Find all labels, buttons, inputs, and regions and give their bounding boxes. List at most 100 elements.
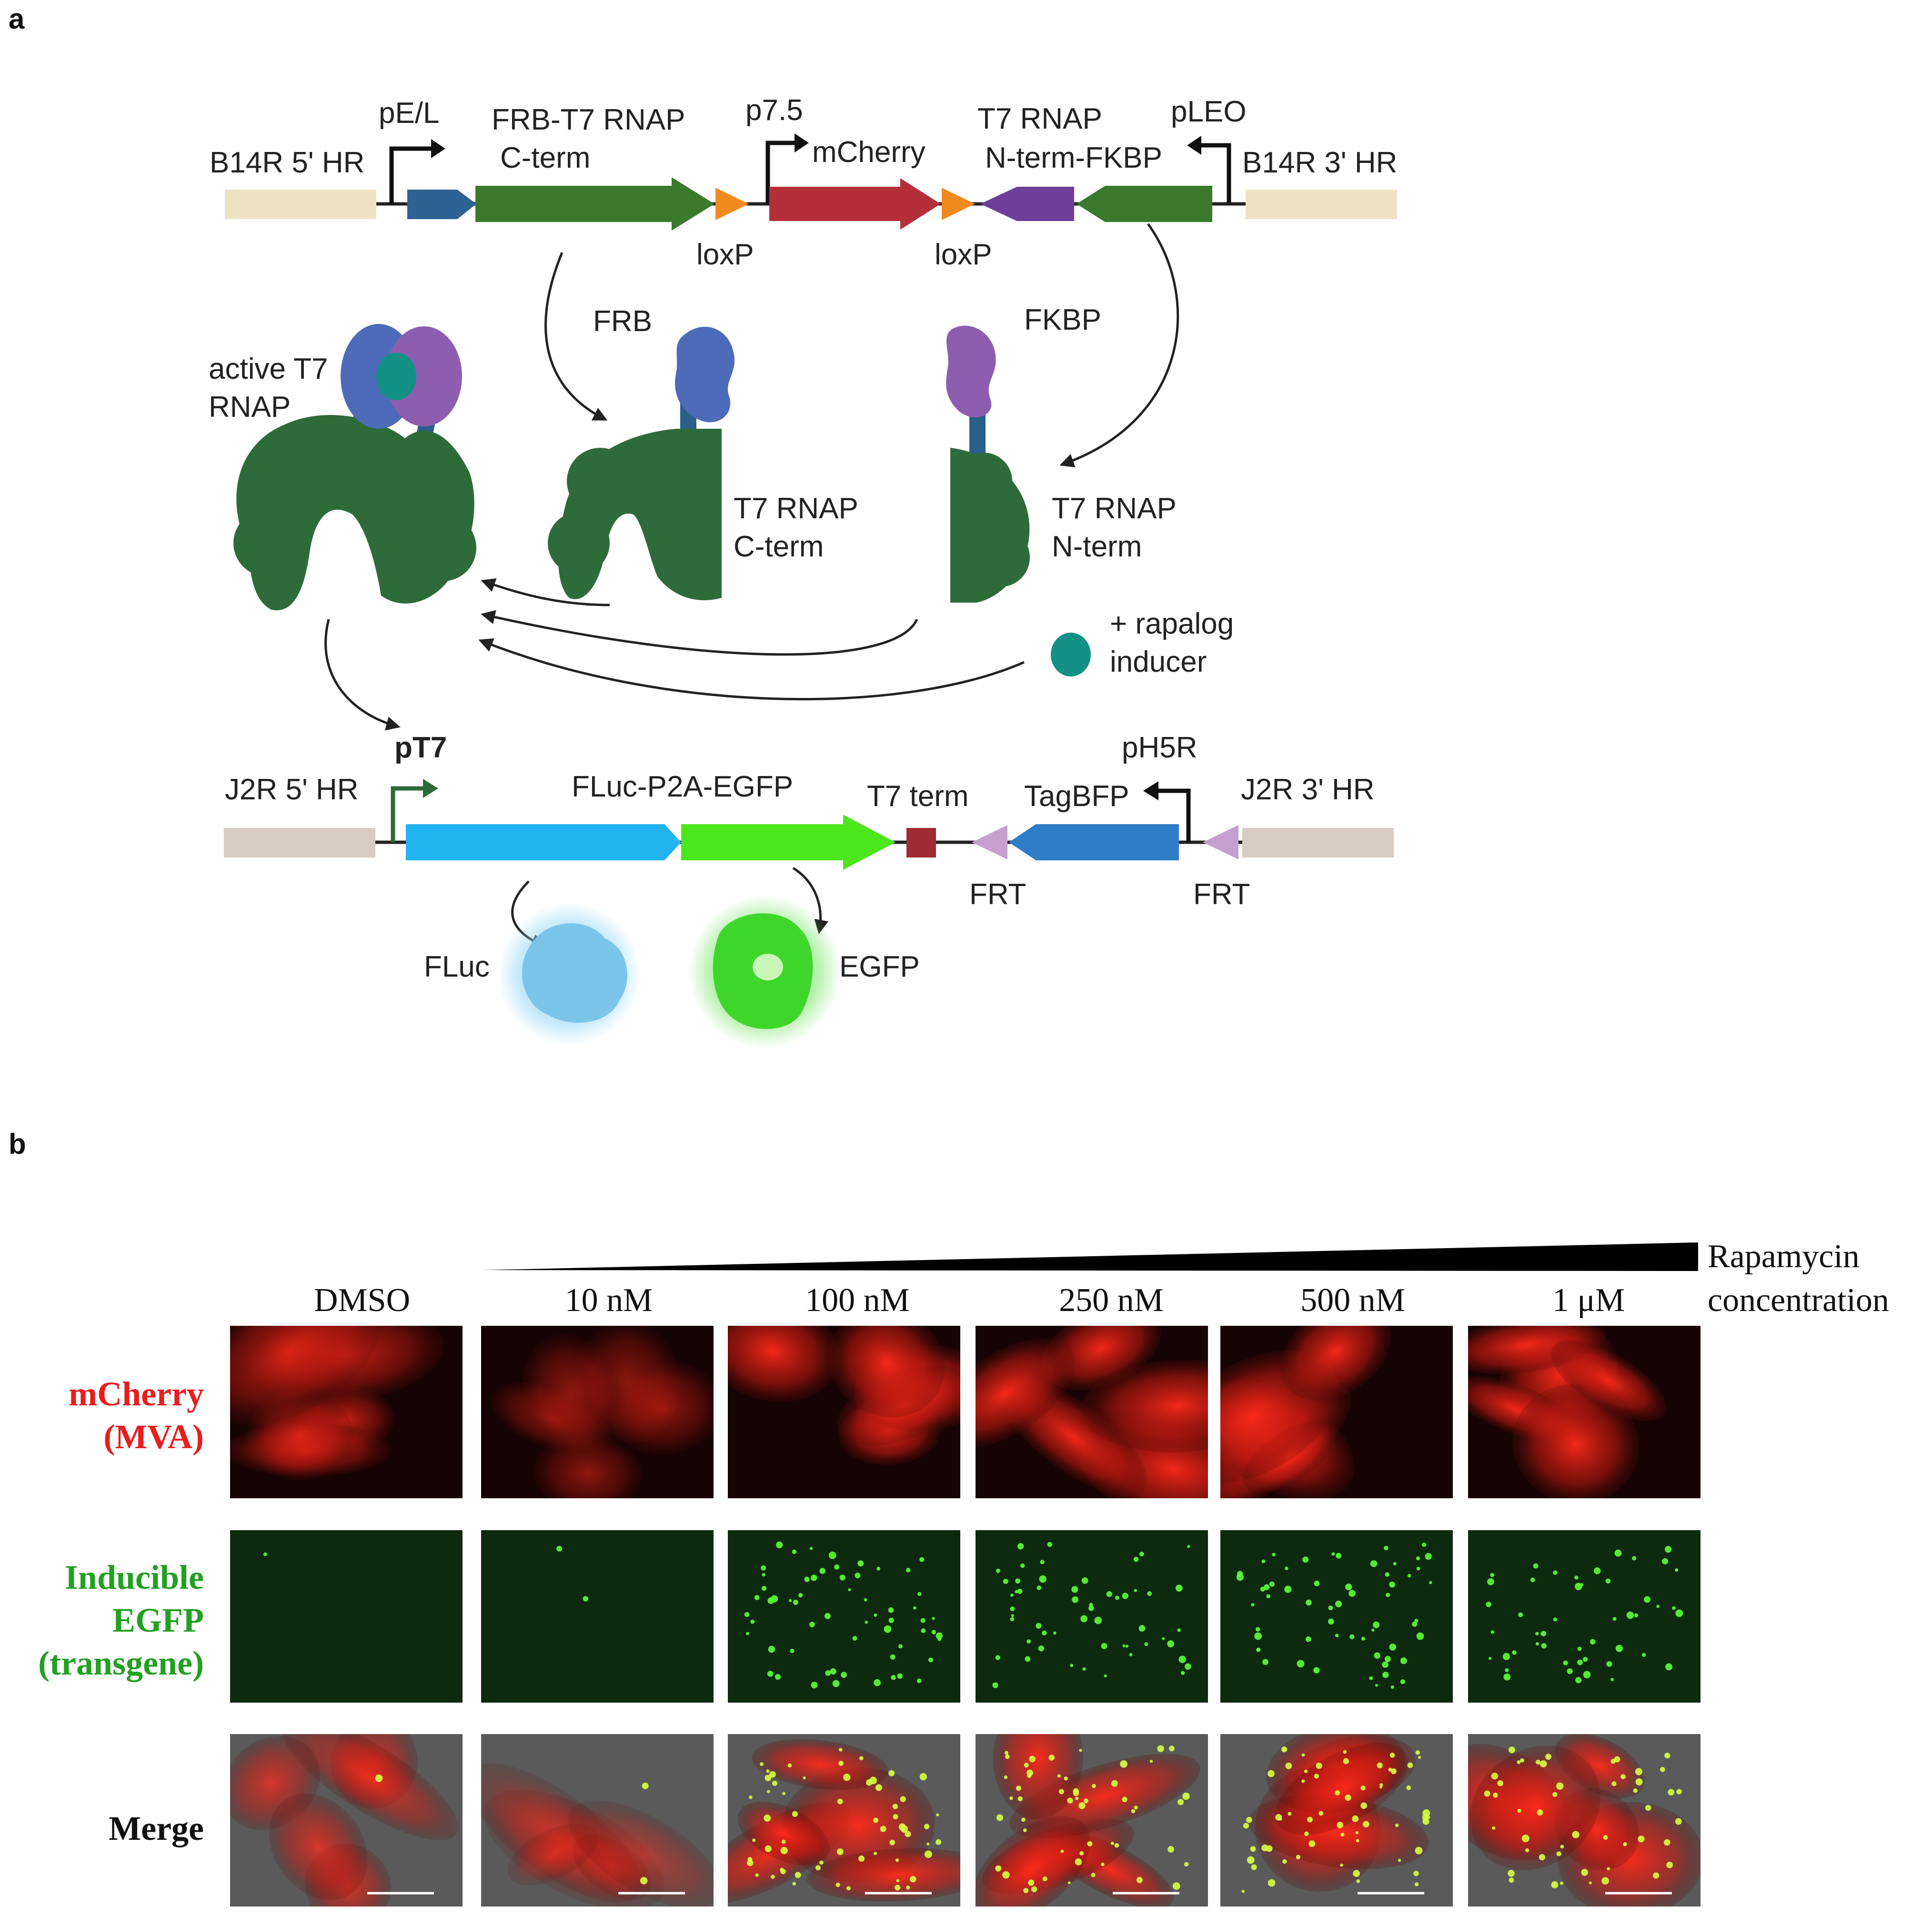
- micrograph-background: [1220, 1530, 1453, 1703]
- panel-b-label: b: [9, 1128, 26, 1160]
- micrograph-r0-c4: [1220, 1326, 1453, 1498]
- j2r-3-hr-block: [1242, 828, 1394, 858]
- micrograph-r1-c5: [1468, 1530, 1701, 1703]
- t7-term-label: T7 term: [867, 780, 969, 813]
- construct-1: B14R 5' HR B14R 3' HR pE/L FRB-T7 RNAP C…: [210, 94, 1397, 271]
- arrow-to-cterm: [544, 252, 608, 421]
- p75-label: p7.5: [745, 94, 803, 127]
- nterm-lobe-2: [971, 528, 1030, 587]
- column-header-4: 500 nM: [1300, 1282, 1405, 1319]
- row-label-1-0: Inducible: [65, 1558, 204, 1596]
- mcherry-label: mCherry: [812, 136, 926, 169]
- rapamycin-label-1: Rapamycin: [1708, 1238, 1860, 1275]
- b14r-3-hr-label: B14R 3' HR: [1242, 146, 1397, 179]
- micrograph-r0-c1: [481, 1326, 714, 1498]
- micrograph-r0-c5: [1468, 1326, 1701, 1498]
- arrow-cterm-to-active: [481, 578, 610, 606]
- rapalog-inducer-dot: [1051, 633, 1091, 676]
- micrograph-r2-c3: [976, 1734, 1208, 1907]
- nterm-lobe-1: [955, 453, 1012, 510]
- pel-label: pE/L: [379, 97, 440, 130]
- arrow-to-nterm: [1059, 223, 1179, 468]
- cterm-lobe-3: [660, 450, 722, 512]
- micrograph-r0-c0: [230, 1326, 463, 1498]
- cterm-lobe-1: [567, 448, 634, 515]
- t7-rnap-label: T7 RNAP: [977, 102, 1102, 135]
- loxp-1-label: loxP: [696, 238, 754, 271]
- micrograph-r1-c3: [976, 1530, 1208, 1703]
- column-header-2: 100 nM: [805, 1282, 910, 1319]
- arrow-nterm-to-active: [481, 610, 918, 656]
- j2r-5-hr-label: J2R 5' HR: [225, 773, 359, 806]
- nterm-fkbp-label: N-term-FKBP: [985, 141, 1162, 174]
- arrow-rapalog-to-active: [478, 638, 1025, 701]
- egfp-label: EGFP: [839, 950, 920, 983]
- fluc-label: FLuc: [424, 950, 490, 983]
- nterm-cut-mask: [924, 443, 950, 607]
- micrograph-r2-c0: [230, 1734, 463, 1907]
- t7-cterm-gene-block: [475, 177, 714, 231]
- pt7-label: pT7: [394, 731, 447, 764]
- egfp-gene-block: [712, 815, 896, 870]
- construct-2: J2R 5' HR J2R 3' HR pT7 FLuc-P2A-EGFP T7…: [224, 731, 1394, 911]
- cterm-lobe-2: [548, 512, 610, 574]
- frb-blob: [675, 326, 735, 423]
- rapalog-in-complex: [376, 353, 416, 400]
- ph5r-promoter-icon: [1157, 788, 1191, 842]
- micrograph-r2-c1: [481, 1734, 714, 1907]
- micrograph-r1-c4: [1220, 1530, 1453, 1703]
- loxp-2-label: loxP: [935, 238, 992, 271]
- frt-2-triangle: [1203, 825, 1238, 859]
- t7-terminator-block: [906, 828, 936, 858]
- loxp-1-triangle: [715, 188, 749, 220]
- frb-label: FRB: [593, 305, 652, 338]
- microscopy-grid: [230, 1326, 1701, 1907]
- micrograph-background: [976, 1530, 1208, 1703]
- cterm-protein-label-1: T7 RNAP: [734, 492, 858, 525]
- micrograph-r1-c2: [728, 1530, 960, 1703]
- micrograph-r2-c5: [1468, 1734, 1701, 1907]
- egfp-chromophore: [753, 954, 783, 980]
- ph5r-label: pH5R: [1122, 731, 1197, 764]
- row-label-2-0: Merge: [109, 1809, 204, 1847]
- j2r-5-hr-block: [224, 828, 375, 858]
- j2r-3-hr-label: J2R 3' HR: [1241, 773, 1375, 806]
- pleo-label: pLEO: [1171, 95, 1247, 128]
- column-header-5: 1 μM: [1552, 1282, 1625, 1319]
- nterm-protein-label-1: T7 RNAP: [1052, 492, 1177, 525]
- loxp-2-triangle: [942, 188, 975, 220]
- active-t7-rnap: [233, 324, 476, 611]
- tagbfp-gene-block: [1009, 824, 1179, 860]
- fluc-protein: [522, 923, 627, 1023]
- active-t7-lobe-3: [233, 510, 300, 576]
- pt7-promoter-arrowhead: [423, 779, 438, 798]
- frb-cterm-half: [548, 326, 735, 600]
- b14r-3-hr-block: [1246, 190, 1397, 219]
- frb-t7-rnap-label: FRB-T7 RNAP: [492, 103, 685, 136]
- active-t7-lobe-4: [410, 515, 476, 581]
- row-label-1-2: (transgene): [38, 1644, 204, 1682]
- ph5r-promoter-arrowhead: [1143, 781, 1158, 800]
- micrograph-r0-c3: [976, 1326, 1208, 1498]
- active-t7-lobe-2: [391, 453, 467, 529]
- fkbp-nterm-half: [946, 325, 1030, 603]
- pleo-promoter-arrowhead: [1187, 136, 1201, 155]
- rapalog-label-1: + rapalog: [1110, 607, 1234, 640]
- frt-1-triangle: [972, 825, 1007, 859]
- rapamycin-label-2: concentration: [1708, 1282, 1889, 1319]
- frb-gene-block: [407, 190, 476, 219]
- micrograph-r1-c1: [481, 1530, 714, 1703]
- pel-promoter-icon: [389, 146, 431, 204]
- pel-promoter-arrowhead: [431, 139, 445, 158]
- micrograph-r2-c4: [1220, 1734, 1453, 1907]
- active-t7-label-2: RNAP: [209, 391, 291, 424]
- micrograph-r1-c0: [230, 1530, 463, 1703]
- column-header-3: 250 nM: [1059, 1282, 1164, 1319]
- micrograph-background: [481, 1530, 714, 1703]
- pt7-promoter-icon: [391, 786, 424, 842]
- rapalog-label-2: inducer: [1110, 646, 1207, 678]
- micrograph-r0-c2: [728, 1326, 960, 1498]
- p75-promoter-arrowhead: [795, 133, 809, 152]
